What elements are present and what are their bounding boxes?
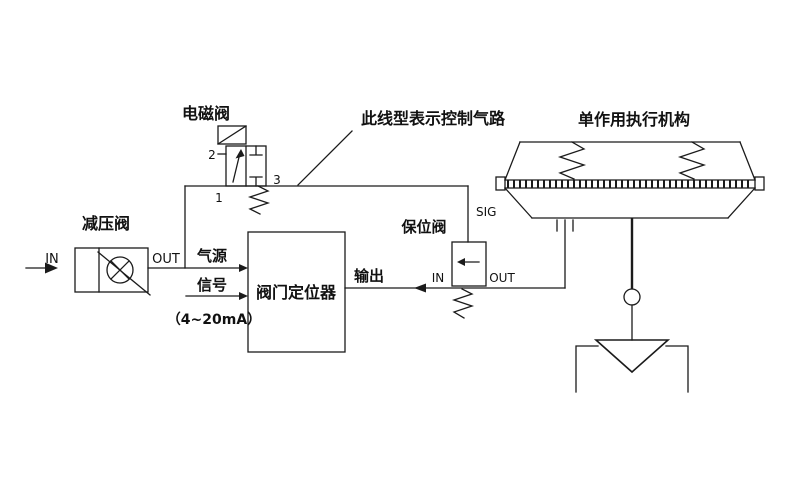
- diaphragm-band: [504, 179, 756, 189]
- solenoid-coil: [217, 125, 247, 145]
- lockup-valve-symbol: [451, 241, 487, 319]
- solenoid-coil-diagonal: [217, 125, 247, 145]
- signal-label: 信号: [197, 276, 227, 294]
- source-arrowhead-icon: [45, 262, 58, 274]
- regulator-adjust-line: [97, 251, 151, 296]
- control-line-note-leader: [297, 130, 353, 186]
- sig-label: SIG: [476, 205, 496, 219]
- valve-plug-triangle: [593, 339, 671, 374]
- solenoid-return-spring: [247, 185, 271, 215]
- actuator-spring-left: [557, 141, 587, 180]
- pressure-reducing-valve-symbol: [74, 247, 151, 296]
- lockup-valve-label: 保位阀: [400, 218, 446, 236]
- air-supply-label: 气源: [196, 247, 227, 265]
- solenoid-flow-path: [232, 152, 241, 183]
- control-line-note-label: 此线型表示控制气路: [361, 109, 506, 128]
- actuator-upper-slants: [504, 141, 756, 181]
- port-1-label: 1: [215, 191, 223, 205]
- lockup-flow-arrowhead-icon: [457, 258, 465, 266]
- stem-connector-circle: [623, 288, 641, 306]
- pressure-reducing-valve-label: 减压阀: [82, 214, 130, 233]
- output-arrowhead-icon: [414, 283, 426, 293]
- source-flow-arrow: [25, 262, 58, 274]
- control-valve-symbol: [575, 339, 689, 393]
- out-port-label-right: OUT: [489, 271, 515, 285]
- solenoid-valve-label: 电磁阀: [182, 104, 230, 123]
- lockup-valve-body: [451, 241, 487, 287]
- regulator-body: [74, 247, 149, 293]
- positioner-label: 阀门定位器: [256, 283, 337, 302]
- solenoid-blocked-ports: [249, 145, 263, 187]
- air-supply-arrowhead-icon: [239, 264, 248, 272]
- in-port-label-left: IN: [45, 252, 59, 267]
- actuator-symbol: [495, 141, 765, 219]
- port-2-label: 2: [208, 148, 216, 162]
- signal-range-label: （4~20mA）: [167, 312, 261, 328]
- actuator-spring-right: [677, 141, 707, 180]
- solenoid-flow-arrowhead-icon: [235, 149, 245, 159]
- in-port-label-right: IN: [432, 271, 445, 285]
- out-port-label-left: OUT: [152, 252, 180, 267]
- diaphragm-clamp-right: [754, 176, 765, 191]
- lockup-spring: [451, 288, 475, 319]
- valve-body-bracket-left: [575, 345, 599, 393]
- actuator-lower-slants: [504, 187, 756, 219]
- signal-arrowhead-icon: [239, 292, 248, 300]
- port-3-label: 3: [273, 173, 281, 187]
- diaphragm-clamp-left: [495, 176, 506, 191]
- valve-body-bracket-right: [665, 345, 689, 393]
- actuator-label: 单作用执行机构: [578, 110, 690, 129]
- regulator-gauge-circle: [106, 256, 134, 284]
- solenoid-valve-symbol: [217, 125, 271, 215]
- positioner-box: [247, 231, 346, 353]
- actuator-port-collar: [556, 219, 574, 232]
- output-label: 输出: [354, 267, 384, 285]
